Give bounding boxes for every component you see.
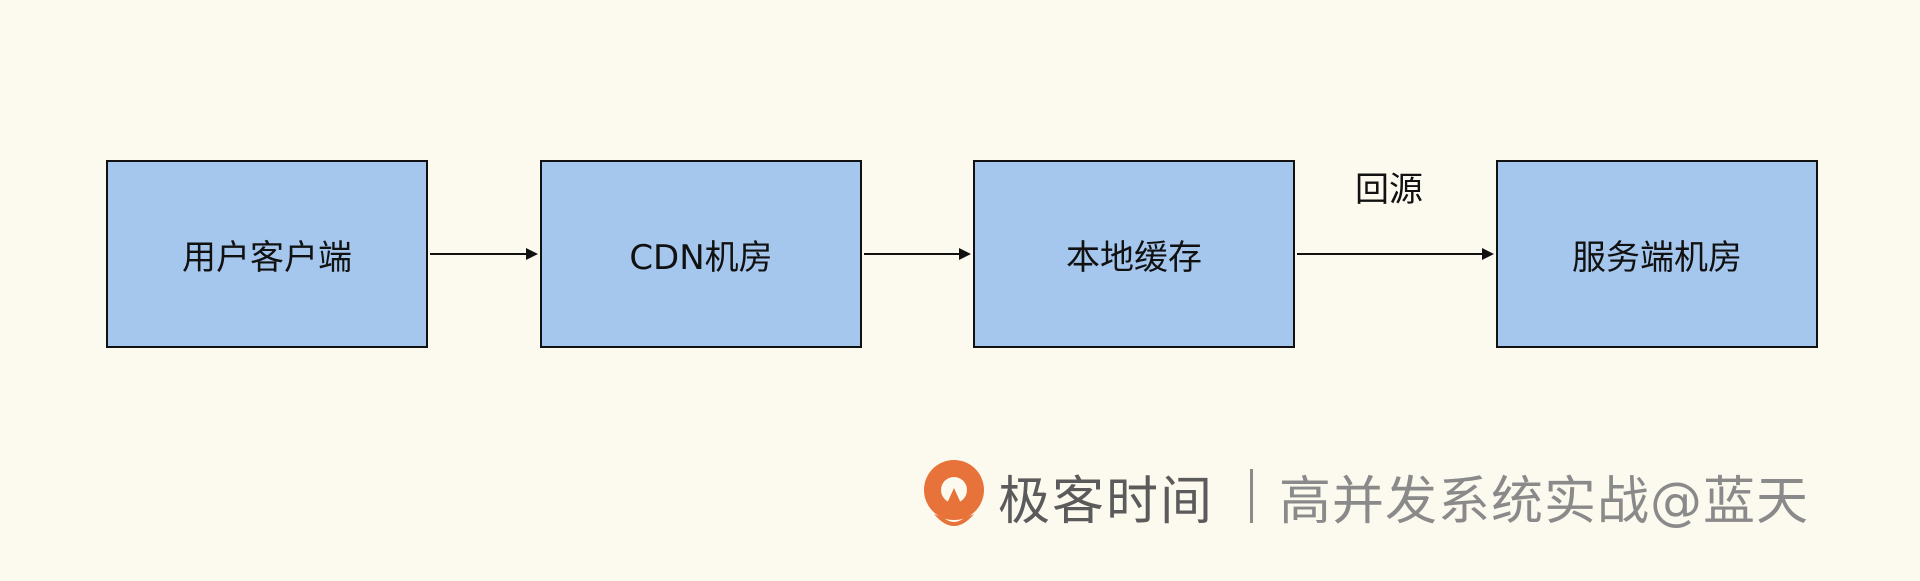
edge-label-back-to-origin: 回源: [1355, 170, 1423, 210]
node-user-client: 用户客户端: [106, 160, 428, 348]
watermark-separator: [1250, 469, 1254, 523]
node-cdn-room: CDN机房: [540, 160, 862, 348]
node-label: 本地缓存: [1066, 237, 1202, 278]
course-title: 高并发系统实战@蓝天: [1279, 471, 1810, 532]
brand-name: 极客时间: [998, 471, 1215, 532]
node-label: 服务端机房: [1572, 237, 1742, 278]
node-label: CDN机房: [629, 237, 773, 278]
geektime-logo-icon: [924, 460, 984, 526]
node-server-room: 服务端机房: [1496, 160, 1818, 348]
watermark: 极客时间 高并发系统实战@蓝天: [920, 458, 1809, 534]
node-local-cache: 本地缓存: [973, 160, 1295, 348]
node-label: 用户客户端: [182, 237, 352, 278]
